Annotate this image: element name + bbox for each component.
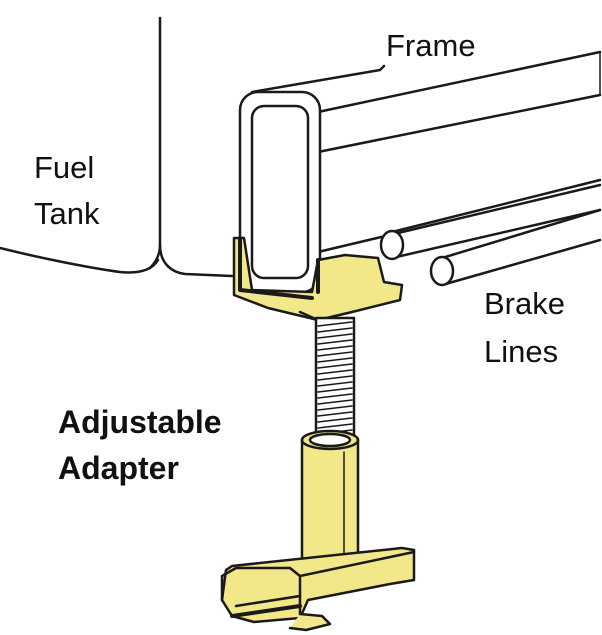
brake-lines-label-line1: Brake: [484, 286, 565, 321]
brake-lines-label-line2: Lines: [484, 334, 559, 369]
adapter-saddle: [232, 236, 404, 332]
threaded-screw: [314, 316, 356, 442]
fuel-tank-label-line2: Tank: [34, 196, 100, 231]
brake-lines: [379, 178, 602, 287]
fuel-tank-label-line1: Fuel: [34, 150, 95, 185]
fuel-tank: [0, 16, 234, 278]
frame-label: Frame: [386, 28, 476, 63]
adapter-base: [220, 546, 416, 632]
adjustable-adapter-label-line2: Adapter: [58, 450, 179, 486]
frame-rail: [238, 50, 602, 294]
adjustable-adapter-label-line1: Adjustable: [58, 404, 222, 440]
